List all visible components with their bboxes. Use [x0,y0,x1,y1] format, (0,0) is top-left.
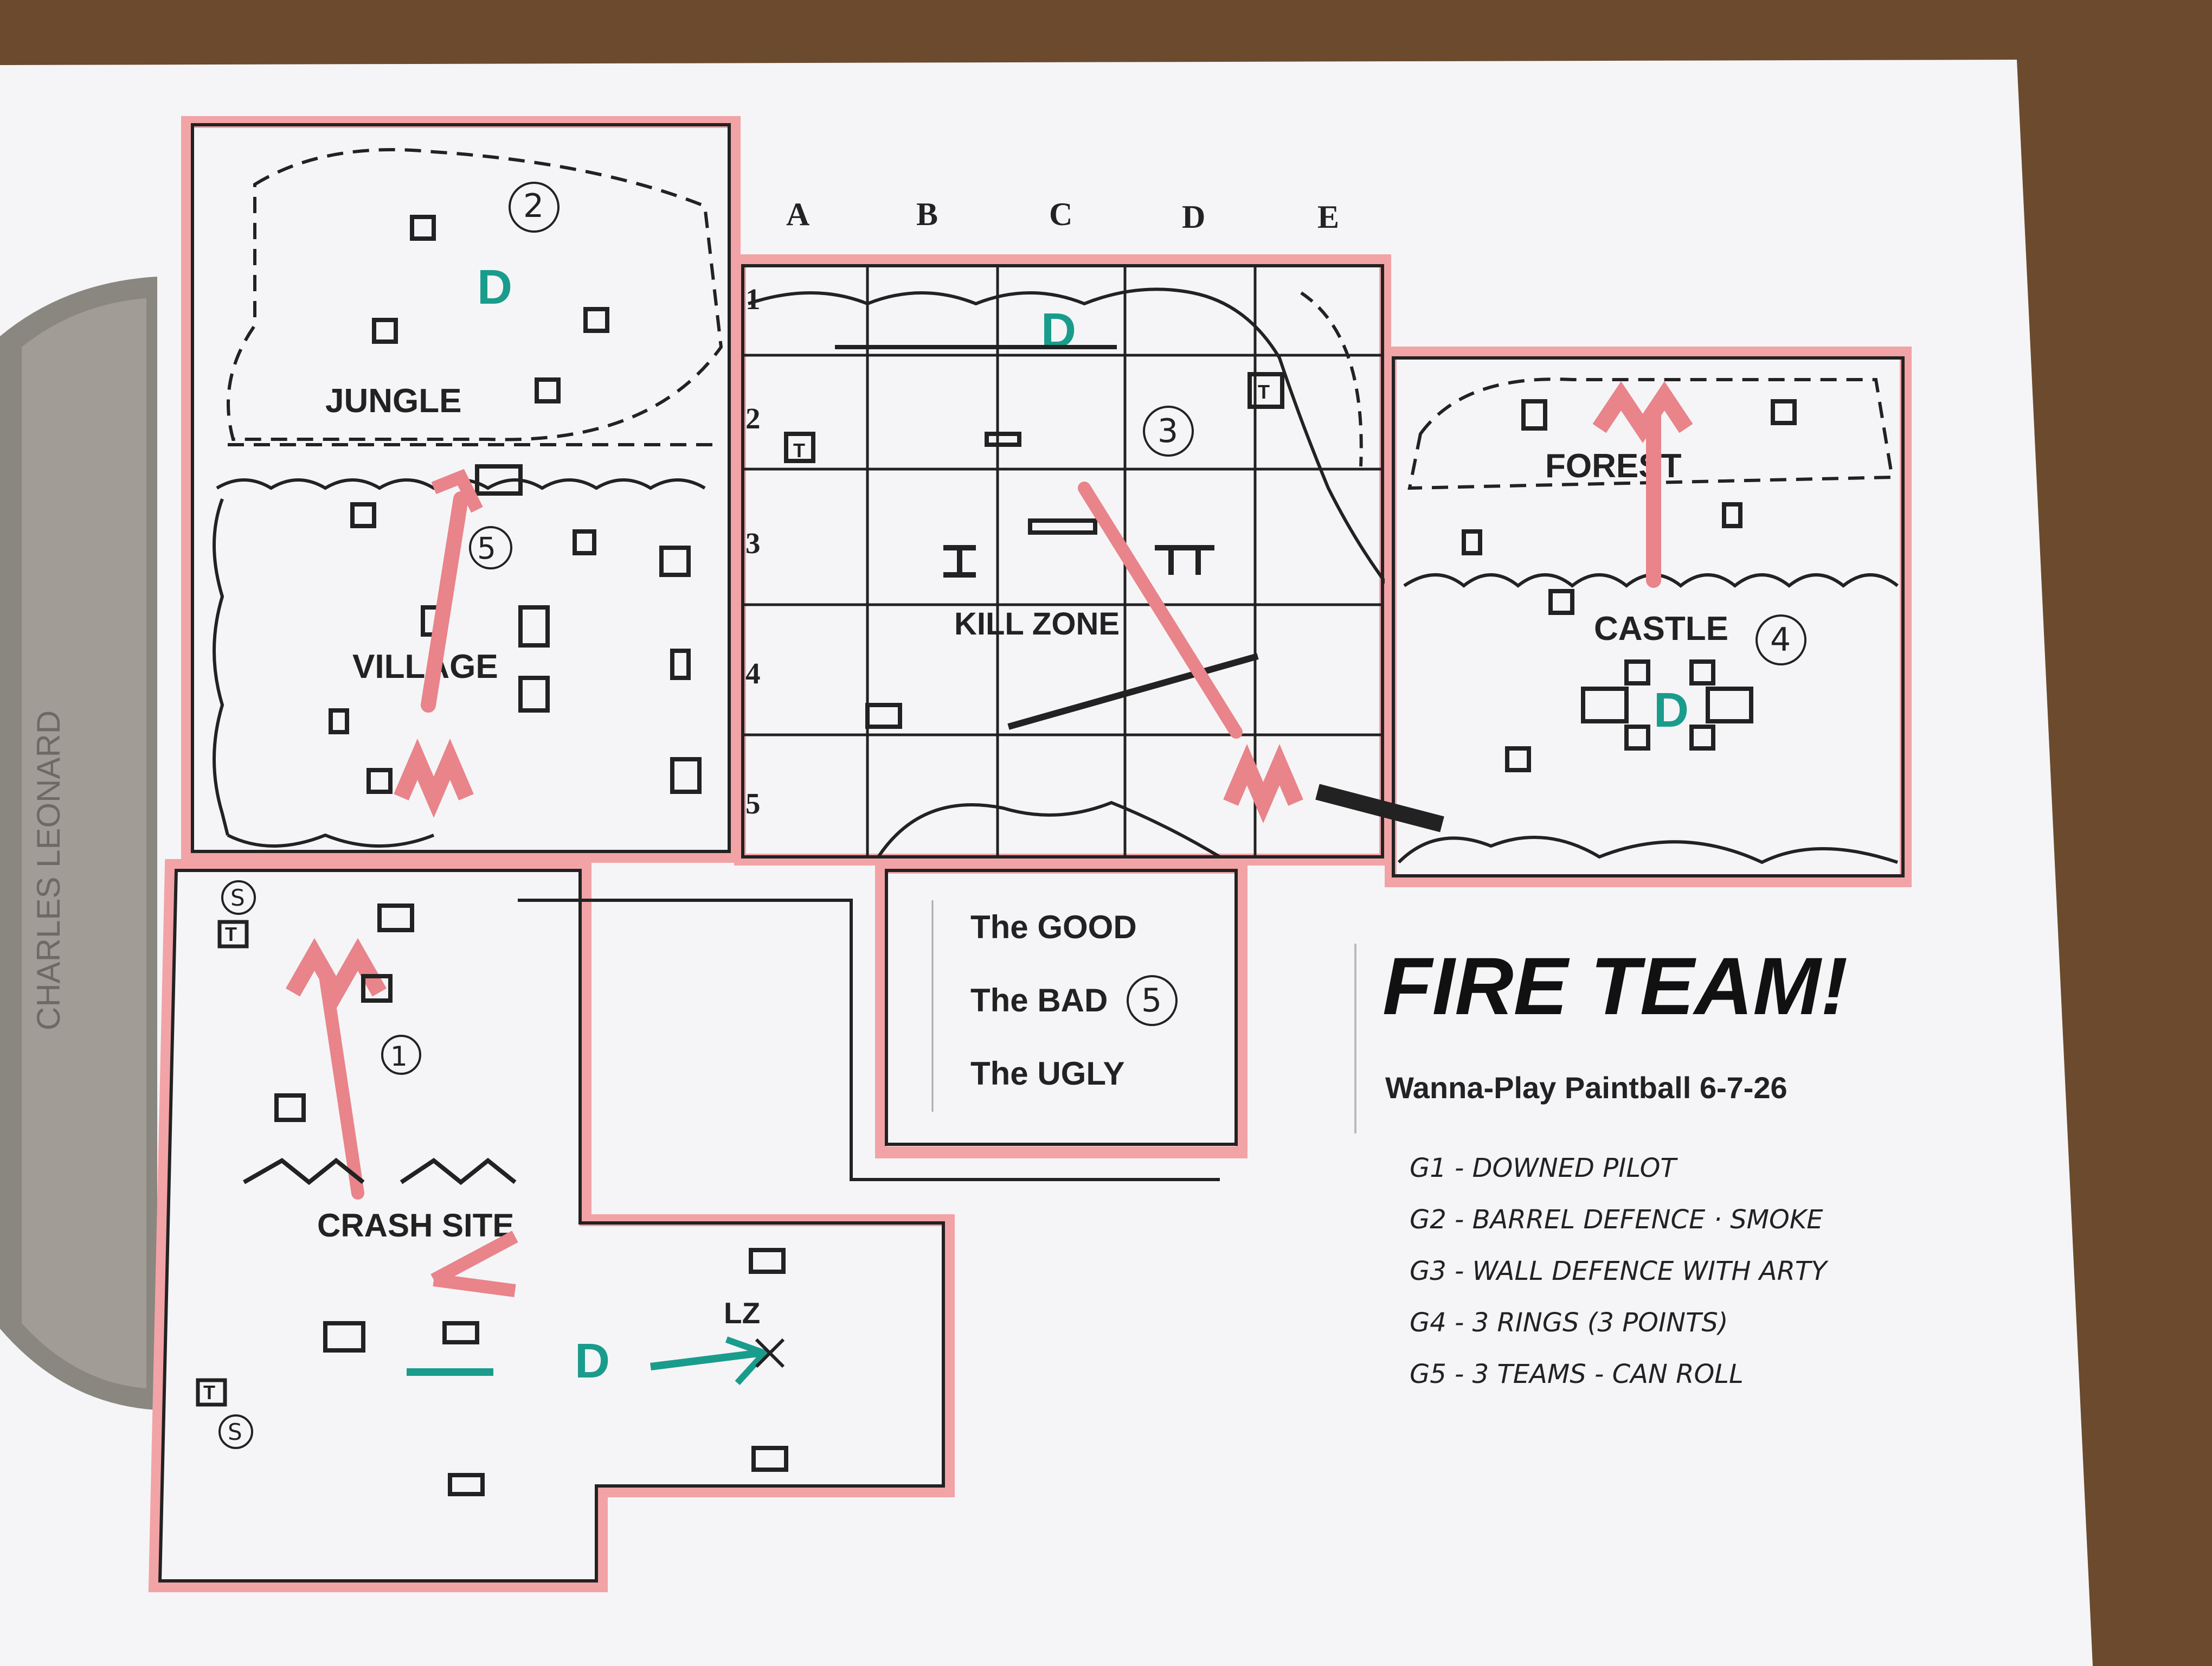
title-block: FIRE TEAM! Wanna-Play Paintball 6-7-26 [1354,940,1848,1133]
page-title: FIRE TEAM! [1382,940,1848,1031]
defense-marker-lz: D [575,1334,610,1388]
game-item-1: G1 - DOWNED PILOT [1410,1153,1678,1183]
field-number-kill-zone: 3 [1158,412,1178,450]
clipboard-clip: CHARLES LEONARD [0,277,157,1410]
page-subtitle: Wanna-Play Paintball 6-7-26 [1385,1071,1787,1105]
tower-marker-crash-bottom: T [203,1381,215,1404]
defense-marker-kill-zone: D [1041,304,1076,358]
field-number-castle: 4 [1770,621,1791,659]
tower-marker-kill-zone-right: T [1258,381,1270,403]
grid-row-5: 5 [745,787,761,820]
defense-marker-castle: D [1654,683,1689,738]
game-item-5: G5 - 3 TEAMS - CAN ROLL [1410,1359,1744,1389]
grid-col-a: A [786,196,809,232]
zone-label-lz: LZ [724,1296,760,1330]
grid-col-d: D [1182,199,1205,235]
game-item-2: G2 - BARREL DEFENCE · SMOKE [1410,1204,1823,1235]
games-list: G1 - DOWNED PILOT G2 - BARREL DEFENCE · … [1410,1153,1829,1389]
field5-line-ugly: The UGLY [970,1055,1125,1092]
grid-col-e: E [1317,199,1339,235]
spawn-marker-bottom: S [228,1419,242,1445]
grid-col-b: B [916,196,938,232]
grid-row-4: 4 [745,657,761,690]
tower-marker-kill-zone-left: T [793,439,805,462]
field-number-crash-site: 1 [390,1041,408,1072]
field-5-box: The GOOD The BAD 5 The UGLY [875,862,1248,1158]
zone-label-castle: CASTLE [1594,610,1728,648]
field-number-field5: 5 [1141,982,1162,1020]
zone-label-crash-site: CRASH SITE [317,1207,514,1244]
grid-row-3: 3 [745,527,761,560]
spawn-marker-top: S [230,885,245,911]
tower-marker-crash-top: T [225,923,237,945]
field5-line-good: The GOOD [970,909,1137,945]
grid-row-2: 2 [745,402,761,435]
clipboard-text: CHARLES LEONARD [30,710,67,1030]
field-number-jungle: 2 [523,187,544,225]
game-item-3: G3 - WALL DEFENCE WITH ARTY [1410,1256,1829,1286]
game-item-4: G4 - 3 RINGS (3 POINTS) [1410,1308,1728,1338]
crash-site-block: CRASH SITE LZ 1 S S T T D [148,859,1220,1592]
field-number-village: 5 [477,531,496,566]
defense-marker-jungle: D [477,260,512,315]
zone-label-jungle: JUNGLE [325,382,461,420]
field5-line-bad: The BAD [970,982,1108,1018]
forest-castle-block: FOREST CASTLE 4 D [1315,347,1912,887]
zone-label-kill-zone: KILL ZONE [954,606,1120,642]
grid-col-c: C [1049,196,1072,232]
